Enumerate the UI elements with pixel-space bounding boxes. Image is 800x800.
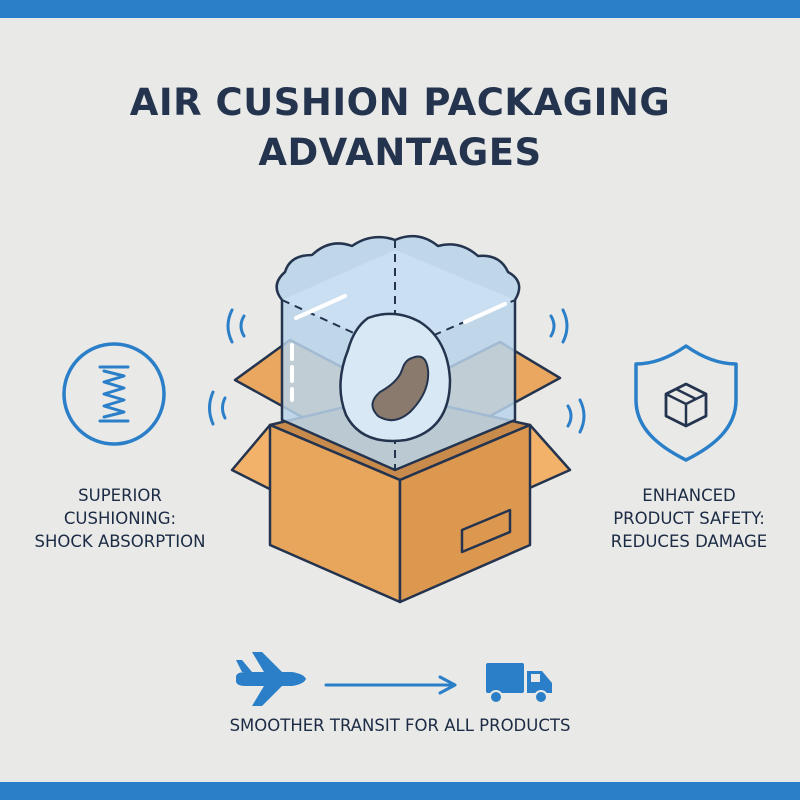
title-line-2: ADVANTAGES bbox=[258, 131, 542, 174]
title-line-1: AIR CUSHION PACKAGING bbox=[129, 81, 671, 124]
safety-line-2: PRODUCT SAFETY: bbox=[613, 509, 765, 528]
cushioning-line-3: SHOCK ABSORPTION bbox=[34, 532, 206, 551]
vibration-marks bbox=[208, 308, 586, 434]
spring-icon bbox=[62, 342, 166, 446]
transit-caption: SMOOTHER TRANSIT FOR ALL PRODUCTS bbox=[229, 716, 571, 735]
airplane-icon bbox=[236, 652, 306, 706]
top-accent-bar bbox=[0, 0, 800, 18]
cardboard-box bbox=[230, 234, 572, 604]
cushioning-line-1: SUPERIOR bbox=[78, 486, 162, 505]
truck-icon bbox=[486, 663, 552, 704]
page-title: AIR CUSHION PACKAGING ADVANTAGES bbox=[0, 78, 800, 178]
cushioning-line-2: CUSHIONING: bbox=[63, 509, 177, 528]
safety-line-3: REDUCES DAMAGE bbox=[610, 532, 768, 551]
safety-caption: ENHANCED PRODUCT SAFETY: REDUCES DAMAGE bbox=[594, 484, 784, 553]
cushioning-caption: SUPERIOR CUSHIONING: SHOCK ABSORPTION bbox=[25, 484, 215, 553]
air-cushion-bag bbox=[275, 234, 521, 472]
shield-box-icon bbox=[634, 344, 738, 462]
arrow-icon bbox=[324, 675, 457, 695]
safety-line-1: ENHANCED bbox=[642, 486, 736, 505]
bottom-accent-bar bbox=[0, 782, 800, 800]
